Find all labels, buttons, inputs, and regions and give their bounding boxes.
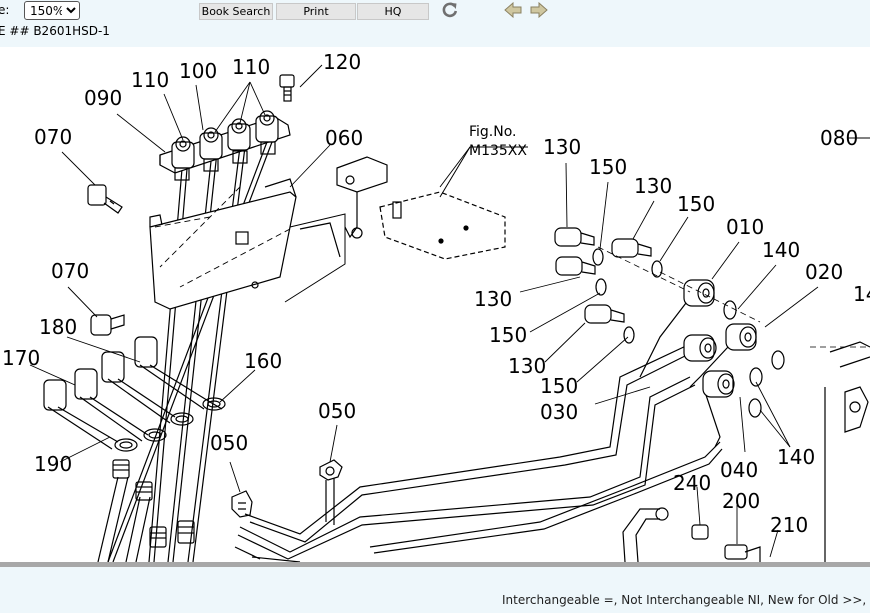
status-bar: Interchangeable =, Not Interchangeable N…: [0, 567, 870, 613]
fig-no-label: Fig.No.: [469, 124, 517, 140]
callout-14[interactable]: 14: [853, 282, 870, 306]
pipe-clamps: [43, 336, 226, 452]
callout-110[interactable]: 110: [232, 55, 270, 79]
interchangeability-legend: Interchangeable =, Not Interchangeable N…: [502, 593, 870, 607]
callout-070[interactable]: 070: [34, 125, 72, 149]
filter-hose: [622, 507, 761, 562]
callout-150[interactable]: 150: [677, 192, 715, 216]
book-search-button[interactable]: Book Search: [199, 3, 273, 20]
callout-labels: 090 110 100 110 120 070 060 070 180 170 …: [2, 50, 870, 537]
fig-no-value: M135XX: [469, 143, 527, 159]
callout-130[interactable]: 130: [474, 287, 512, 311]
callout-140[interactable]: 140: [762, 238, 800, 262]
callout-190[interactable]: 190: [34, 452, 72, 476]
callout-130[interactable]: 130: [508, 354, 546, 378]
pipe-fittings: [112, 459, 195, 548]
callout-150[interactable]: 150: [489, 323, 527, 347]
callout-120[interactable]: 120: [323, 50, 361, 74]
callout-140[interactable]: 140: [777, 445, 815, 469]
callout-180[interactable]: 180: [39, 315, 77, 339]
callout-020[interactable]: 020: [805, 260, 843, 284]
bolt-070: [87, 184, 125, 336]
back-arrow-icon[interactable]: [504, 2, 522, 18]
callout-070[interactable]: 070: [51, 259, 89, 283]
figure-reference: Fig.No. M135XX: [469, 124, 527, 159]
callout-210[interactable]: 210: [770, 513, 808, 537]
fuel-pipes: [234, 336, 723, 562]
bolt-120: [279, 74, 295, 102]
callout-110[interactable]: 110: [131, 68, 169, 92]
callout-050[interactable]: 050: [318, 399, 356, 423]
callout-090[interactable]: 090: [84, 86, 122, 110]
callout-150[interactable]: 150: [540, 374, 578, 398]
callout-040[interactable]: 040: [720, 458, 758, 482]
print-button[interactable]: Print: [276, 3, 356, 20]
breadcrumb: E ## B2601HSD-1: [0, 24, 110, 38]
callout-240[interactable]: 240: [673, 471, 711, 495]
zoom-label: e:: [0, 3, 10, 17]
callout-150[interactable]: 150: [589, 155, 627, 179]
reload-icon[interactable]: [441, 1, 459, 19]
pump-housing: [810, 341, 870, 562]
cover-plate: [149, 178, 346, 310]
forward-arrow-icon[interactable]: [530, 2, 548, 18]
callout-080[interactable]: 080: [820, 126, 858, 150]
callout-130[interactable]: 130: [634, 174, 672, 198]
callout-200[interactable]: 200: [722, 489, 760, 513]
zoom-select[interactable]: 150%: [24, 1, 80, 20]
divider: [0, 562, 870, 567]
callout-170[interactable]: 170: [2, 346, 40, 370]
callout-030[interactable]: 030: [540, 400, 578, 424]
callout-130[interactable]: 130: [543, 135, 581, 159]
clip-050: [231, 459, 343, 525]
toolbar: e: 150% Book Search Print HQ E ## B2601H…: [0, 0, 870, 47]
leader-lines: [29, 64, 870, 558]
callout-160[interactable]: 160: [244, 349, 282, 373]
banjo-bolts: [554, 227, 761, 344]
banjo-fittings: [639, 279, 785, 448]
callout-100[interactable]: 100: [179, 59, 217, 83]
callout-050[interactable]: 050: [210, 431, 248, 455]
parts-diagram: Fig.No. M135XX 090 110 100 110 120 070 0…: [2, 50, 870, 562]
bracket-plate: [336, 146, 528, 260]
callout-060[interactable]: 060: [325, 126, 363, 150]
callout-010[interactable]: 010: [726, 215, 764, 239]
hq-button[interactable]: HQ: [357, 3, 429, 20]
injector-holder: [159, 110, 291, 181]
